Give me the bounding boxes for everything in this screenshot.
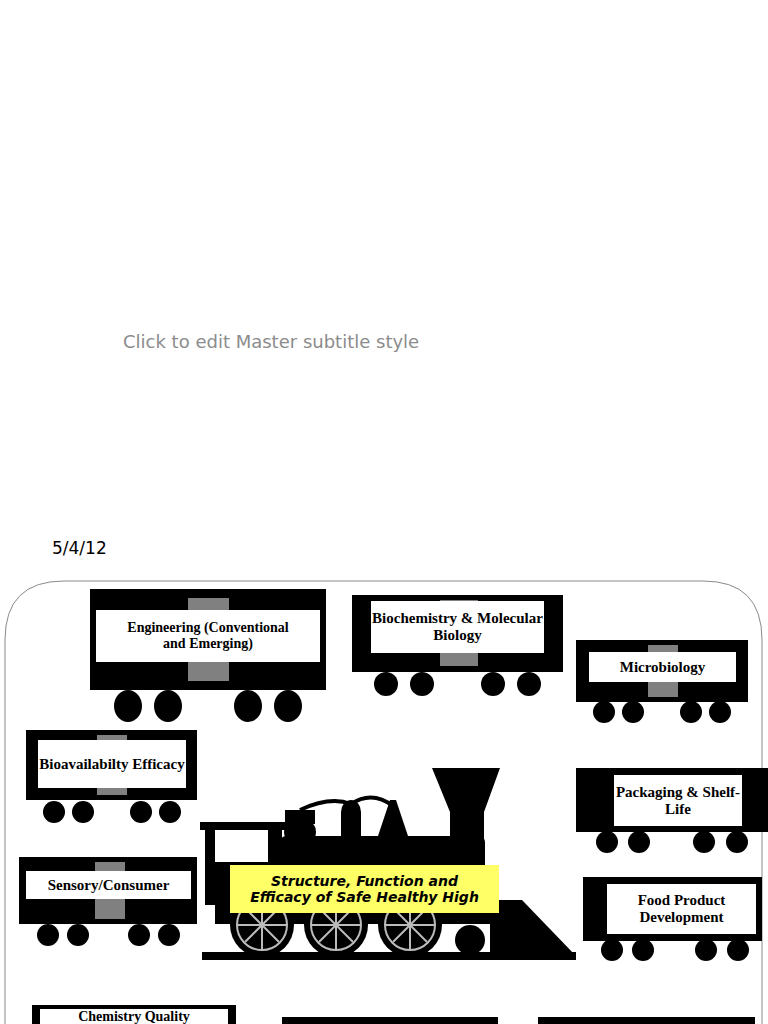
car-wheel <box>632 939 654 961</box>
car-wheel <box>114 690 142 722</box>
locomotive-cab-roof <box>200 822 288 830</box>
car-body <box>32 1005 236 1024</box>
car-wheel <box>159 801 181 823</box>
node-text: Structure, Function and Efficacy of Safe… <box>246 873 483 905</box>
car-body <box>282 1017 498 1024</box>
car-wheel <box>601 939 623 961</box>
car-wheel <box>374 672 398 696</box>
date-label: 5/4/12 <box>52 538 107 558</box>
placeholder-text: Click to edit Master subtitle style <box>123 331 419 352</box>
node-text: Bioavailabilty Efficacy <box>39 756 184 773</box>
node-text: Chemistry Quality <box>78 1009 190 1024</box>
engine-label: Structure, Function and Efficacy of Safe… <box>230 865 499 913</box>
car-body <box>576 640 748 702</box>
car-wheel <box>596 831 618 853</box>
node-text: Biochemistry & Molecular Biology <box>371 610 544 644</box>
node-text: Sensory/Consumer <box>48 877 170 894</box>
car-body <box>538 1017 755 1024</box>
car-wheel <box>72 801 94 823</box>
car-body <box>26 730 197 800</box>
car-wheel <box>695 939 717 961</box>
car-label: Packaging & Shelf-Life <box>614 775 742 826</box>
node-text: Microbiology <box>620 659 706 676</box>
car-wheel <box>628 831 650 853</box>
car-body <box>583 877 762 941</box>
car-label: Microbiology <box>589 652 736 682</box>
car-label: Chemistry Quality <box>40 1009 228 1024</box>
car-wheel <box>154 690 182 722</box>
car-wheel <box>158 924 180 946</box>
car-wheel <box>43 801 65 823</box>
car-wheel <box>481 672 505 696</box>
locomotive-dome <box>285 810 315 824</box>
car-wheel <box>727 939 749 961</box>
car-label: Engineering (Conventional and Emerging) <box>96 610 320 662</box>
locomotive <box>200 768 576 960</box>
car-wheel <box>67 924 89 946</box>
car-wheel <box>622 701 644 723</box>
car-wheel <box>274 690 302 722</box>
car-wheel <box>593 701 615 723</box>
car-wheel <box>410 672 434 696</box>
car-body <box>90 589 326 690</box>
car-label: Biochemistry & Molecular Biology <box>371 601 544 653</box>
car-body <box>352 595 563 672</box>
locomotive-wheel <box>455 925 485 955</box>
car-wheel <box>234 690 262 722</box>
car-wheel <box>726 831 748 853</box>
car-label: Sensory/Consumer <box>26 871 191 899</box>
car-wheel <box>130 801 152 823</box>
car-body <box>19 857 197 924</box>
car-wheel <box>693 831 715 853</box>
locomotive-smokestack <box>432 768 500 840</box>
node-text: Engineering (Conventional and Emerging) <box>116 620 300 652</box>
node-text: Food Product Development <box>607 892 756 926</box>
car-wheel <box>128 924 150 946</box>
car-label: Bioavailabilty Efficacy <box>38 740 186 788</box>
car-wheel <box>680 701 702 723</box>
car-wheel <box>517 672 541 696</box>
node-text: Packaging & Shelf-Life <box>614 784 742 818</box>
car-wheel <box>37 924 59 946</box>
locomotive-pipe <box>300 797 393 810</box>
car-body <box>576 768 768 832</box>
car-wheel <box>709 701 731 723</box>
car-label: Food Product Development <box>607 884 756 934</box>
locomotive-cowcatcher <box>490 900 575 955</box>
rounded-frame <box>5 581 762 1024</box>
